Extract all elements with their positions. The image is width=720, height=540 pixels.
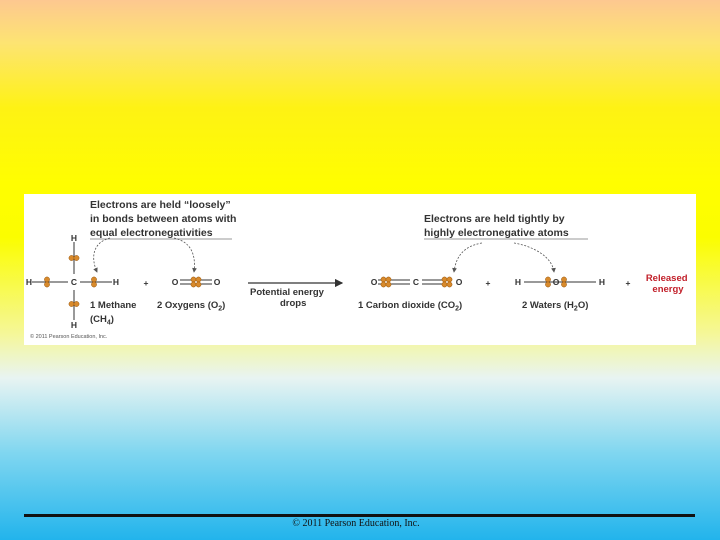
water-h-right: H	[599, 277, 605, 287]
footer-copyright: © 2011 Pearson Education, Inc.	[292, 518, 420, 529]
oxygen-o-left: O	[172, 277, 179, 287]
co2-c: C	[413, 277, 419, 287]
reaction-diagram: Electrons are held “loosely” in bonds be…	[26, 199, 690, 340]
co2-label: 1 Carbon dioxide (CO2)	[358, 300, 462, 313]
methane-label-2: (CH4)	[90, 314, 114, 327]
caption-left: Electrons are held “loosely” in bonds be…	[90, 199, 239, 239]
figure-copyright: © 2011 Pearson Education, Inc.	[30, 333, 108, 340]
caption-right: Electrons are held tightly by highly ele…	[424, 213, 569, 239]
methane-h-left: H	[26, 277, 32, 287]
plus-3: +	[626, 278, 631, 288]
energy-label-2: drops	[280, 298, 306, 309]
arrow-to-co2-bond	[452, 242, 483, 273]
methane-c: C	[71, 277, 77, 287]
water-o: O	[553, 277, 560, 287]
arrow-to-water-bond	[513, 242, 556, 273]
methane-molecule: H C H H H	[26, 233, 119, 330]
methane-h-bottom: H	[71, 320, 77, 330]
plus-1: +	[144, 278, 149, 288]
arrow-to-methane-bond	[93, 237, 111, 273]
waters-label: 2 Waters (H2O)	[522, 300, 588, 313]
methane-h-right: H	[113, 277, 119, 287]
footer-rule	[24, 514, 695, 517]
methane-label-1: 1 Methane	[90, 300, 136, 311]
arrow-to-oxygen-bond	[173, 237, 197, 273]
co2-o-right: O	[456, 277, 463, 287]
plus-2: +	[486, 278, 491, 288]
co2-o-left: O	[371, 277, 378, 287]
co2-molecule: O C O	[371, 276, 463, 288]
water-h-left: H	[515, 277, 521, 287]
energy-label-1: Potential energy	[250, 287, 325, 298]
reaction-figure: Electrons are held “loosely” in bonds be…	[24, 194, 696, 345]
methane-h-top: H	[71, 233, 77, 243]
oxygen-molecule: O O	[172, 276, 221, 288]
oxygen-o-right: O	[214, 277, 221, 287]
water-molecule: H O H	[515, 276, 605, 288]
oxygens-label: 2 Oxygens (O2)	[157, 300, 225, 313]
released-energy: Released energy	[646, 273, 690, 295]
